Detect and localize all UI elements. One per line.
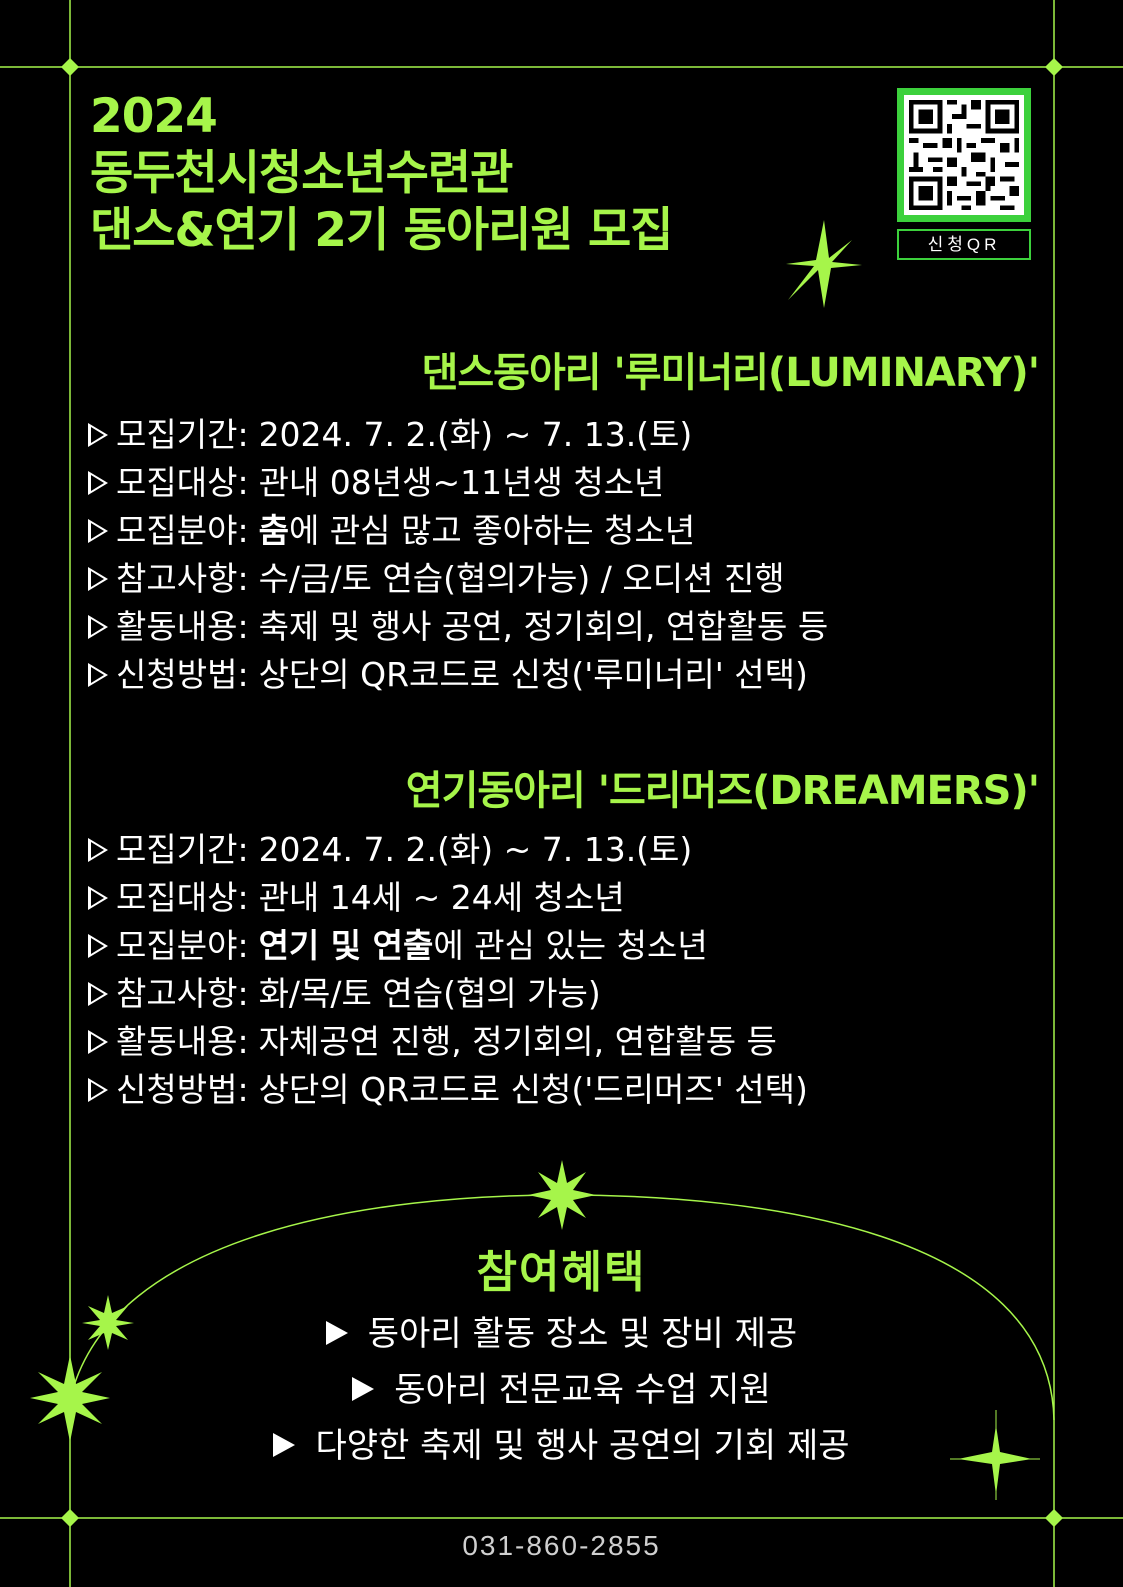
triangle-outline-icon <box>88 423 108 447</box>
sparkle-icon <box>30 1355 110 1442</box>
list-item: 모집기간:2024. 7. 2.(화) ~ 7. 13.(토) <box>88 826 808 874</box>
acting-info-list: 모집기간:2024. 7. 2.(화) ~ 7. 13.(토) 모집대상:관내 … <box>88 826 808 1114</box>
triangle-outline-icon <box>88 886 108 910</box>
list-item: 참고사항:수/금/토 연습(협의가능) / 오디션 진행 <box>88 555 828 603</box>
triangle-outline-icon <box>88 615 108 639</box>
list-item: 모집대상:관내 14세 ~ 24세 청소년 <box>88 874 808 922</box>
triangle-outline-icon <box>88 663 108 687</box>
corner-diamonds <box>61 58 1063 1527</box>
title-org: 동두천시청소년수련관 <box>90 146 513 201</box>
sparkle-icon <box>786 220 862 308</box>
triangle-outline-icon <box>88 934 108 958</box>
list-item: 활동내용:자체공연 진행, 정기회의, 연합활동 등 <box>88 1018 808 1066</box>
sparkle-icon <box>950 1410 1040 1500</box>
triangle-outline-icon <box>88 519 108 543</box>
list-item: 다양한 축제 및 행사 공연의 기회 제공 <box>0 1418 1123 1474</box>
dance-club-heading: 댄스동아리 '루미너리(LUMINARY)' <box>421 350 1040 396</box>
title-year: 2024 <box>90 89 218 144</box>
list-item: 동아리 활동 장소 및 장비 제공 <box>0 1306 1123 1362</box>
acting-club-heading: 연기동아리 '드리머즈(DREAMERS)' <box>405 768 1040 814</box>
title-recruit: 댄스&연기 2기 동아리원 모집 <box>90 203 673 258</box>
play-triangle-icon <box>273 1432 296 1457</box>
triangle-outline-icon <box>88 982 108 1006</box>
triangle-outline-icon <box>88 1078 108 1102</box>
qr-label: 신청QR <box>897 229 1031 260</box>
contact-phone: 031-860-2855 <box>462 1530 661 1561</box>
qr-code-icon <box>904 95 1024 215</box>
list-item: 신청방법:상단의 QR코드로 신청('루미너리' 선택) <box>88 651 828 699</box>
play-triangle-icon <box>325 1320 348 1345</box>
list-item: 활동내용:축제 및 행사 공연, 정기회의, 연합활동 등 <box>88 603 828 651</box>
benefits-title: 참여혜택 <box>476 1247 647 1298</box>
sparkle-icon <box>82 1295 134 1350</box>
list-item: 모집기간:2024. 7. 2.(화) ~ 7. 13.(토) <box>88 411 828 459</box>
list-item: 참고사항:화/목/토 연습(협의 가능) <box>88 970 808 1018</box>
sparkle-icon <box>528 1160 596 1230</box>
list-item: 신청방법:상단의 QR코드로 신청('드리머즈' 선택) <box>88 1066 808 1114</box>
triangle-outline-icon <box>88 838 108 862</box>
play-triangle-icon <box>352 1376 375 1401</box>
list-item: 동아리 전문교육 수업 지원 <box>0 1362 1123 1418</box>
triangle-outline-icon <box>88 567 108 591</box>
benefits-list: 동아리 활동 장소 및 장비 제공 동아리 전문교육 수업 지원 다양한 축제 … <box>0 1306 1123 1474</box>
qr-code[interactable] <box>897 88 1031 222</box>
triangle-outline-icon <box>88 471 108 495</box>
list-item: 모집대상:관내 08년생~11년생 청소년 <box>88 459 828 507</box>
triangle-outline-icon <box>88 1030 108 1054</box>
page-title: 2024 동두천시청소년수련관 댄스&연기 2기 동아리원 모집 <box>90 88 673 259</box>
dance-info-list: 모집기간:2024. 7. 2.(화) ~ 7. 13.(토) 모집대상:관내 … <box>88 411 828 699</box>
